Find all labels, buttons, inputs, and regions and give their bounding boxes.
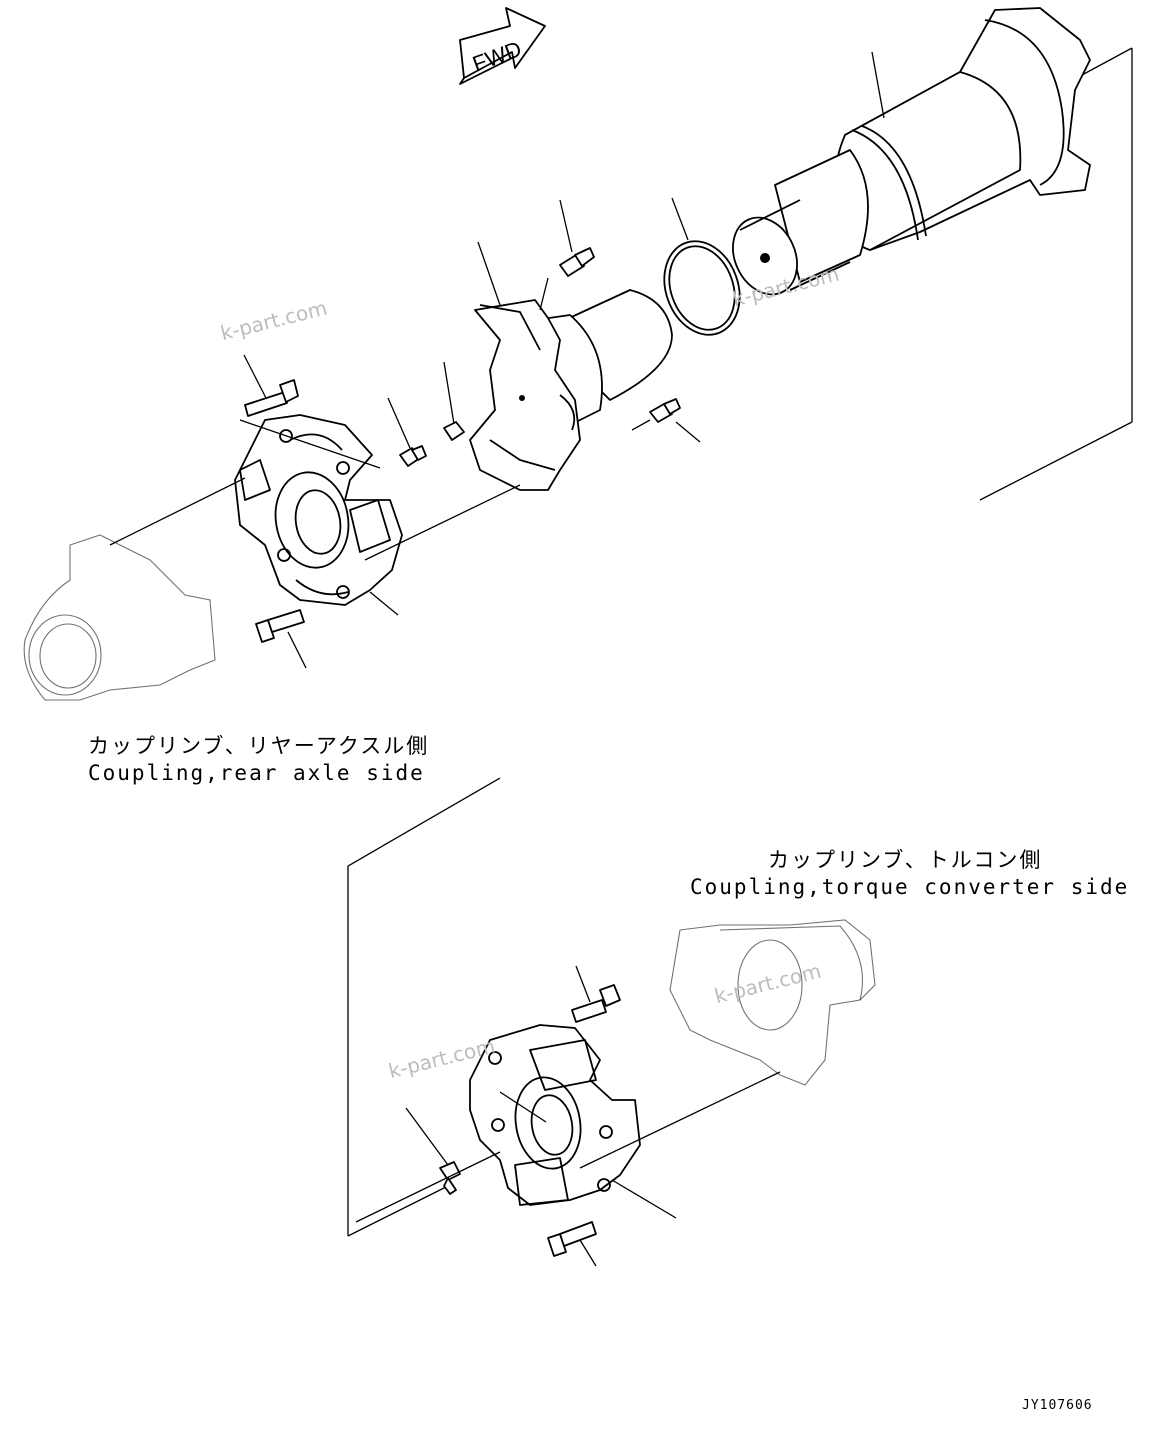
propeller-shaft-tube — [732, 7, 1091, 296]
bolt-lower — [255, 609, 307, 669]
caption-torque-converter-jp: カップリンブ、トルコン側 — [768, 848, 1043, 872]
bolt-lower-assembly-bottom — [547, 1221, 597, 1267]
bolt-upper — [243, 354, 299, 417]
universal-joint-spider-upper — [234, 414, 403, 616]
snap-ring — [663, 197, 741, 336]
center-lines-upper — [109, 419, 521, 561]
grease-fitting-spider-upper — [387, 397, 427, 467]
upper-boundary — [979, 47, 1133, 501]
bolt-lower-assembly-top — [571, 965, 621, 1023]
grease-fitting-side — [631, 398, 701, 443]
caption-rear-axle-en: Coupling,rear axle side — [88, 761, 425, 785]
universal-joint-spider-lower — [469, 1024, 677, 1219]
nut — [443, 361, 465, 441]
torque-converter-yoke — [669, 919, 876, 1086]
drawing-code: JY107606 — [1022, 1398, 1093, 1413]
caption-rear-axle-jp: カップリンブ、リヤーアクスル側 — [88, 734, 430, 758]
rear-axle-yoke — [23, 534, 216, 701]
caption-torque-converter-en: Coupling,torque converter side — [690, 875, 1130, 899]
lower-boundary — [347, 777, 501, 1237]
grease-fitting-lower — [405, 1107, 461, 1195]
center-lines-lower — [355, 1071, 781, 1223]
fwd-arrow-marker: FWD — [459, 7, 546, 85]
slip-yoke — [469, 241, 673, 491]
grease-fitting-upper — [559, 199, 595, 277]
